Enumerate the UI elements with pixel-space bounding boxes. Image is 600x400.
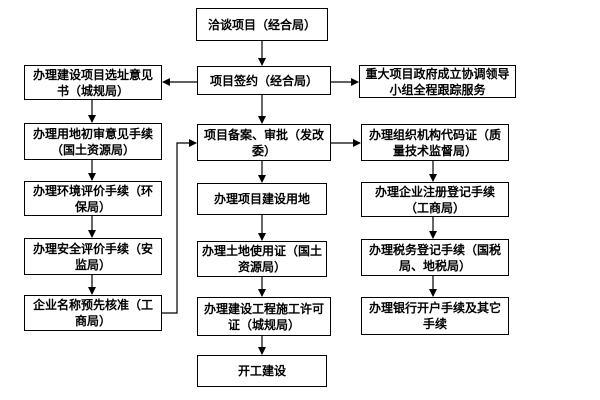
box-bank-account: 办理银行开户手续及其它手续	[361, 297, 509, 335]
box-coordination-group: 重大项目政府成立协调领导小组全程跟踪服务	[359, 65, 516, 98]
box-tax-registration: 办理税务登记手续（国税局、地税局）	[361, 239, 509, 276]
box-environment-assessment: 办理环境评价手续（环保局）	[24, 181, 162, 216]
box-project-filing: 项目备案、审批（发改委）	[197, 124, 331, 161]
box-name-approval: 企业名称预先核准（工商局）	[24, 295, 162, 331]
box-negotiate-project: 洽谈项目（经合局）	[196, 8, 328, 41]
box-org-code: 办理组织机构代码证（质量技术监督局）	[361, 124, 509, 161]
box-company-registration: 办理企业注册登记手续（工商局）	[361, 182, 509, 217]
box-land-review: 办理用地初审意见手续（国土资源局）	[24, 123, 162, 160]
box-land-use: 办理项目建设用地	[197, 183, 327, 215]
box-start-construction: 开工建设	[197, 355, 327, 387]
box-land-certificate: 办理土地使用证（国土资源局）	[197, 241, 327, 277]
box-site-opinion: 办理建设项目选址意见书（城规局）	[24, 65, 162, 100]
box-safety-assessment: 办理安全评价手续（安监局）	[24, 238, 162, 275]
arrow-name-to-filing	[161, 139, 197, 314]
box-project-signing: 项目签约（经合局）	[197, 66, 331, 95]
box-construction-permit: 办理建设工程施工许可证（城规局）	[197, 297, 331, 336]
